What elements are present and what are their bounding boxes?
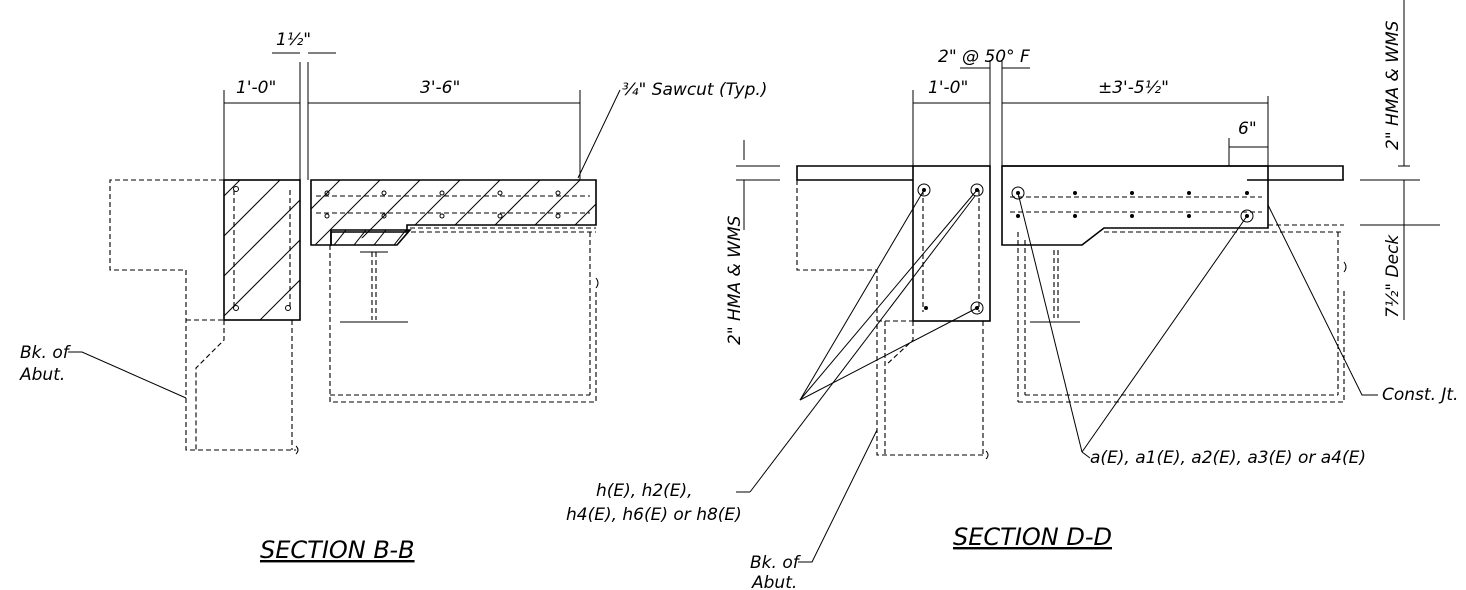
h-rebar-label-1: h(E), h2(E), — [596, 481, 693, 501]
a-rebar-label: a(E), a1(E), a2(E), a3(E) or a4(E) — [1090, 448, 1366, 468]
section-d-title: SECTION D-D — [953, 523, 1112, 551]
beam-and-deck-below — [329, 227, 599, 403]
deck-rebars — [324, 190, 561, 219]
dim-half-inch: 1½" — [276, 30, 311, 50]
deck-label: 7½" Deck — [1383, 234, 1403, 318]
hma-right-label: 2" HMA & WMS — [1383, 20, 1403, 150]
h-rebar-label-2: h4(E), h6(E) or h8(E) — [566, 505, 742, 525]
break-mark-2 — [595, 277, 599, 289]
dimension-lines — [223, 52, 581, 180]
sawcut-leader — [577, 89, 621, 179]
deck-hatch — [311, 180, 596, 245]
existing-structure-d — [796, 180, 1347, 460]
bk-abut-label-2: Abut. — [19, 365, 65, 385]
dim-span-d: ±3'-5½" — [1098, 78, 1169, 98]
dimension-lines-d — [736, 0, 1440, 320]
sawcut-label: ¾" Sawcut (Typ.) — [622, 80, 767, 100]
const-jt-label: Const. Jt. — [1382, 385, 1458, 405]
bk-abut-label-1: Bk. of — [20, 343, 72, 363]
bk-abut-label-d2: Abut. — [751, 573, 797, 590]
dim-three-six: 3'-6" — [420, 78, 460, 98]
backwall-block — [223, 179, 301, 321]
deck-rebars-d — [1011, 186, 1254, 223]
overlay-slabs — [796, 165, 1344, 181]
deck-slab-d — [1001, 165, 1269, 246]
section-b-title: SECTION B-B — [260, 536, 415, 564]
dim-two-inch-temp: 2" @ 50° F — [938, 47, 1030, 67]
bk-abut-leader — [68, 351, 187, 399]
dim-six-inch: 6" — [1238, 119, 1257, 139]
a-rebar-leaders — [1017, 192, 1248, 459]
hma-left-label: 2" HMA & WMS — [725, 215, 745, 345]
bk-abut-leader-d — [798, 429, 878, 563]
const-jt-leader — [1267, 204, 1378, 396]
section-b-b: 1½" 1'-0" 3'-6" ¾" Sawcut (Typ.) — [19, 30, 767, 564]
bk-abut-label-d1: Bk. of — [750, 553, 802, 573]
haunch — [330, 229, 412, 246]
backwall-hatch — [224, 180, 300, 320]
section-d-d: 2" @ 50° F 1'-0" ±3'-5½" 6" 2" HMA & WMS… — [566, 0, 1458, 590]
dim-one-foot: 1'-0" — [236, 78, 276, 98]
dim-one-foot-d: 1'-0" — [928, 78, 968, 98]
break-mark — [295, 445, 299, 455]
existing-abutment — [109, 179, 299, 455]
h-rebar-leaders — [736, 189, 978, 493]
